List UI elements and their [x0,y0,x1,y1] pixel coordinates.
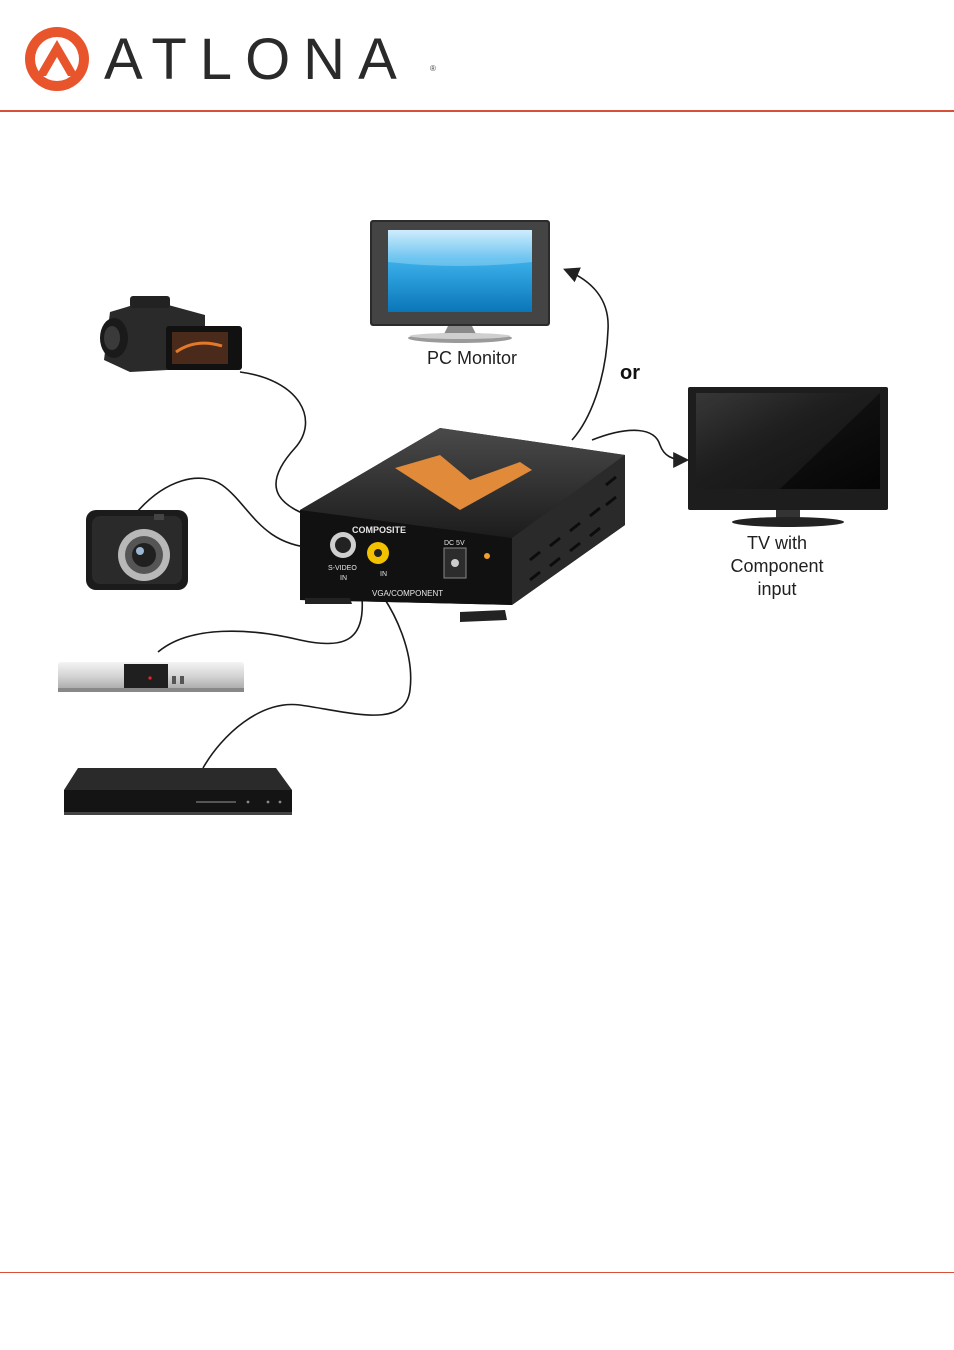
tv-output-cable [591,429,690,468]
cables [136,267,690,769]
converter-box-icon: COMPOSITE S-VIDEO IN IN VGA/COMPONENT DC… [300,428,625,622]
header-divider [0,110,954,112]
tv-label-line3: input [757,579,797,599]
camera-icon [86,510,188,590]
camera-cable [136,477,316,549]
svideo-port-label: S-VIDEO [328,565,357,572]
monitor-output-cable [563,267,609,441]
atlona-logo: ATLONA ® [22,24,442,94]
pc-monitor-label: PC Monitor [426,348,518,368]
satellite-receiver-icon [58,662,244,692]
brand-name: ATLONA [104,27,410,92]
bluray-cable [202,597,412,769]
bluray-player-icon [64,768,292,815]
tv-label-line2: Component [730,556,824,576]
vga-component-label: VGA/COMPONENT [372,589,443,598]
tv-label: TV with Component input [712,532,842,601]
tv-label-line1: TV with [746,533,807,553]
composite-in-label: IN [380,571,387,578]
receiver-cable [157,597,364,653]
footer-divider [0,1272,954,1273]
dc-port-label: DC 5V [444,540,465,547]
tv-icon [688,387,888,527]
registered-mark: ® [430,64,436,73]
composite-port-label: COMPOSITE [352,525,406,535]
pc-monitor-icon [370,220,550,343]
atlona-emblem-icon [25,27,89,91]
camcorder-icon [100,296,242,372]
camcorder-cable [239,371,321,521]
or-label: or [620,362,640,384]
svideo-in-label: IN [340,575,347,582]
